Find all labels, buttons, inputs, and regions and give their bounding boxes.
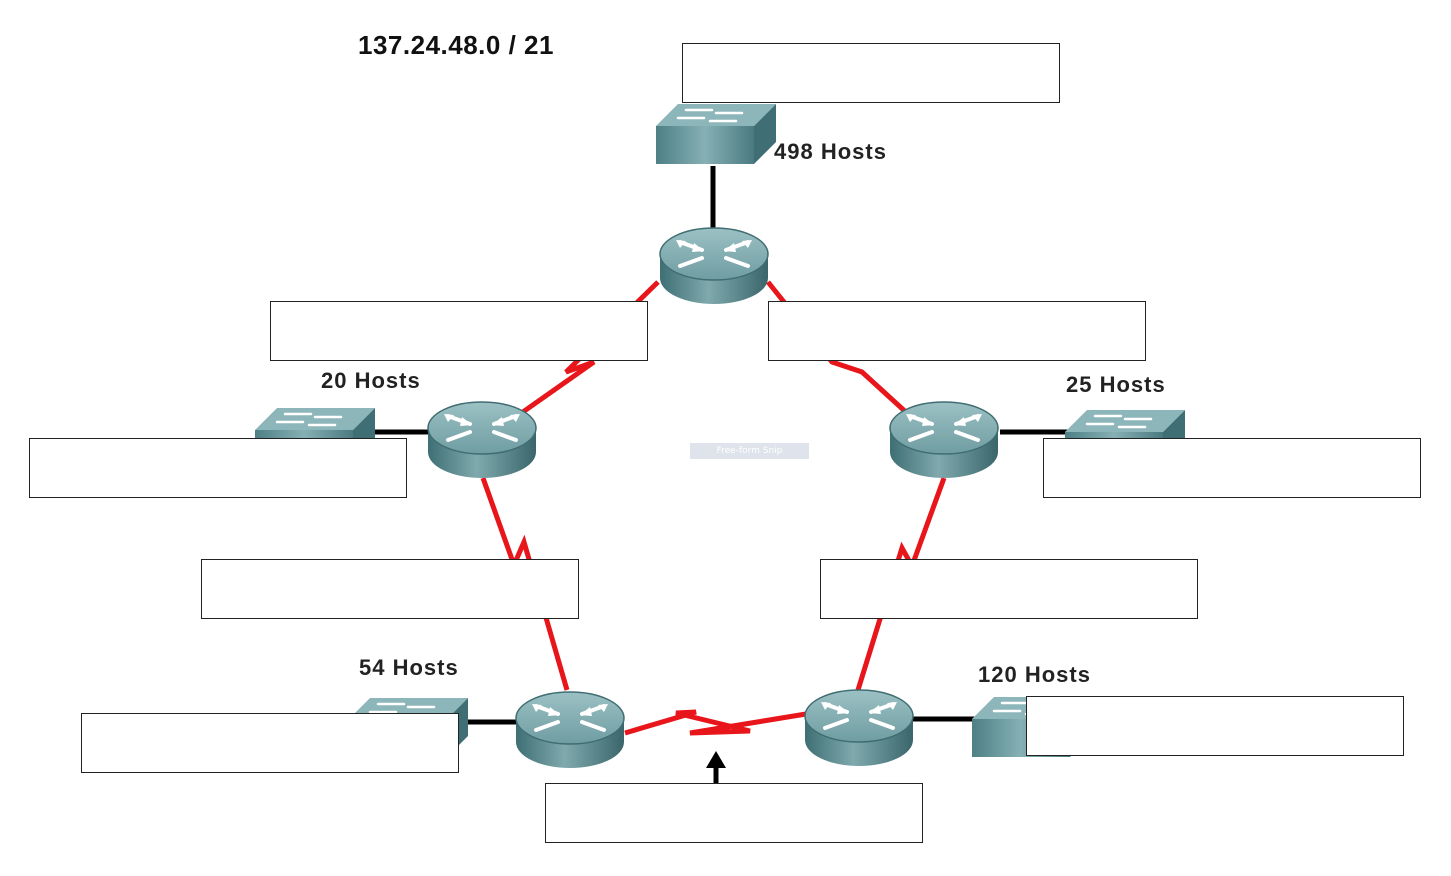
answer-box-lan-left[interactable] <box>29 438 407 498</box>
host-count-bottom-left: 54 Hosts <box>359 655 459 680</box>
network-address: 137.24.48.0 / 21 <box>358 30 554 60</box>
host-count-bottom-right: 120 Hosts <box>978 662 1091 687</box>
host-count-right: 25 Hosts <box>1066 372 1166 397</box>
wan-link-right <box>855 477 947 691</box>
answer-box-lan-top[interactable] <box>682 43 1060 103</box>
router-right-icon <box>888 400 1000 480</box>
host-count-top: 498 Hosts <box>774 139 887 164</box>
wan-link-bottom <box>624 709 807 736</box>
answer-box-lan-bottom-right[interactable] <box>1026 696 1404 756</box>
answer-box-wan-left[interactable] <box>201 559 579 619</box>
router-bottom-left-icon <box>514 690 626 770</box>
answer-box-lan-bottom-left[interactable] <box>81 713 459 773</box>
answer-box-wan-top-right[interactable] <box>768 301 1146 361</box>
router-bottom-right-icon <box>803 688 915 768</box>
snip-overlay-label: Free-form Snip <box>690 443 809 459</box>
arrow-up-icon <box>706 751 726 784</box>
answer-box-wan-top-left[interactable] <box>270 301 648 361</box>
switch-top-icon <box>656 104 776 166</box>
host-count-left: 20 Hosts <box>321 368 421 393</box>
router-top-icon <box>658 226 770 306</box>
router-left-icon <box>426 400 538 480</box>
answer-box-wan-bottom[interactable] <box>545 783 923 843</box>
answer-box-wan-right[interactable] <box>820 559 1198 619</box>
answer-box-lan-right[interactable] <box>1043 438 1421 498</box>
